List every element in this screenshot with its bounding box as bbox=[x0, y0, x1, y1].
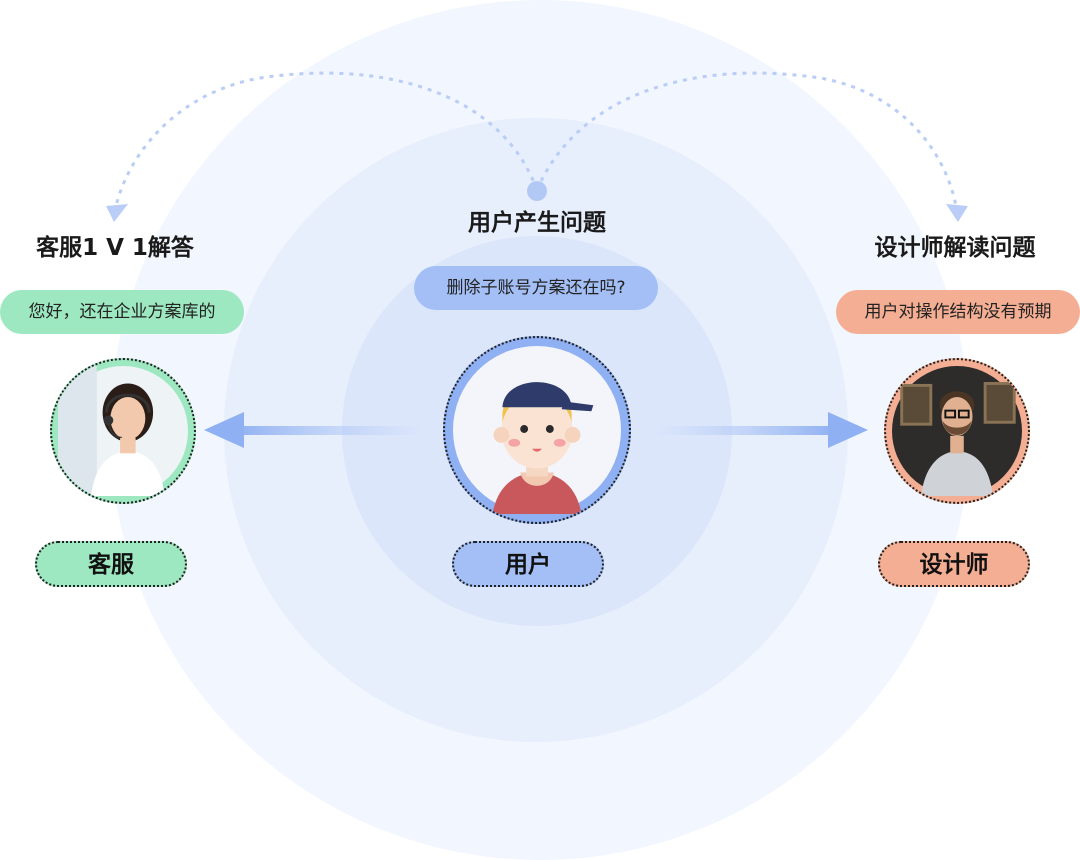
dashed-arrow-right-head bbox=[946, 204, 968, 222]
designer-photo-icon bbox=[884, 358, 1030, 504]
center-title: 用户产生问题 bbox=[468, 210, 606, 236]
customer-service-agent-photo-icon bbox=[50, 358, 196, 504]
center-role-tag: 用户 bbox=[452, 541, 604, 587]
center-speech-bubble: 删除子账号方案还在吗? bbox=[414, 266, 658, 310]
right-role-tag: 设计师 bbox=[878, 541, 1030, 587]
cartoon-user-avatar-icon bbox=[443, 336, 631, 524]
left-speech-bubble: 您好，还在企业方案库的 bbox=[0, 290, 244, 334]
left-role-tag: 客服 bbox=[35, 541, 187, 587]
dashed-arrow-left-head bbox=[106, 204, 128, 222]
right-speech-bubble: 用户对操作结构没有预期 bbox=[836, 290, 1080, 334]
right-title: 设计师解读问题 bbox=[874, 235, 1036, 261]
left-title: 客服1 V 1解答 bbox=[36, 235, 194, 261]
